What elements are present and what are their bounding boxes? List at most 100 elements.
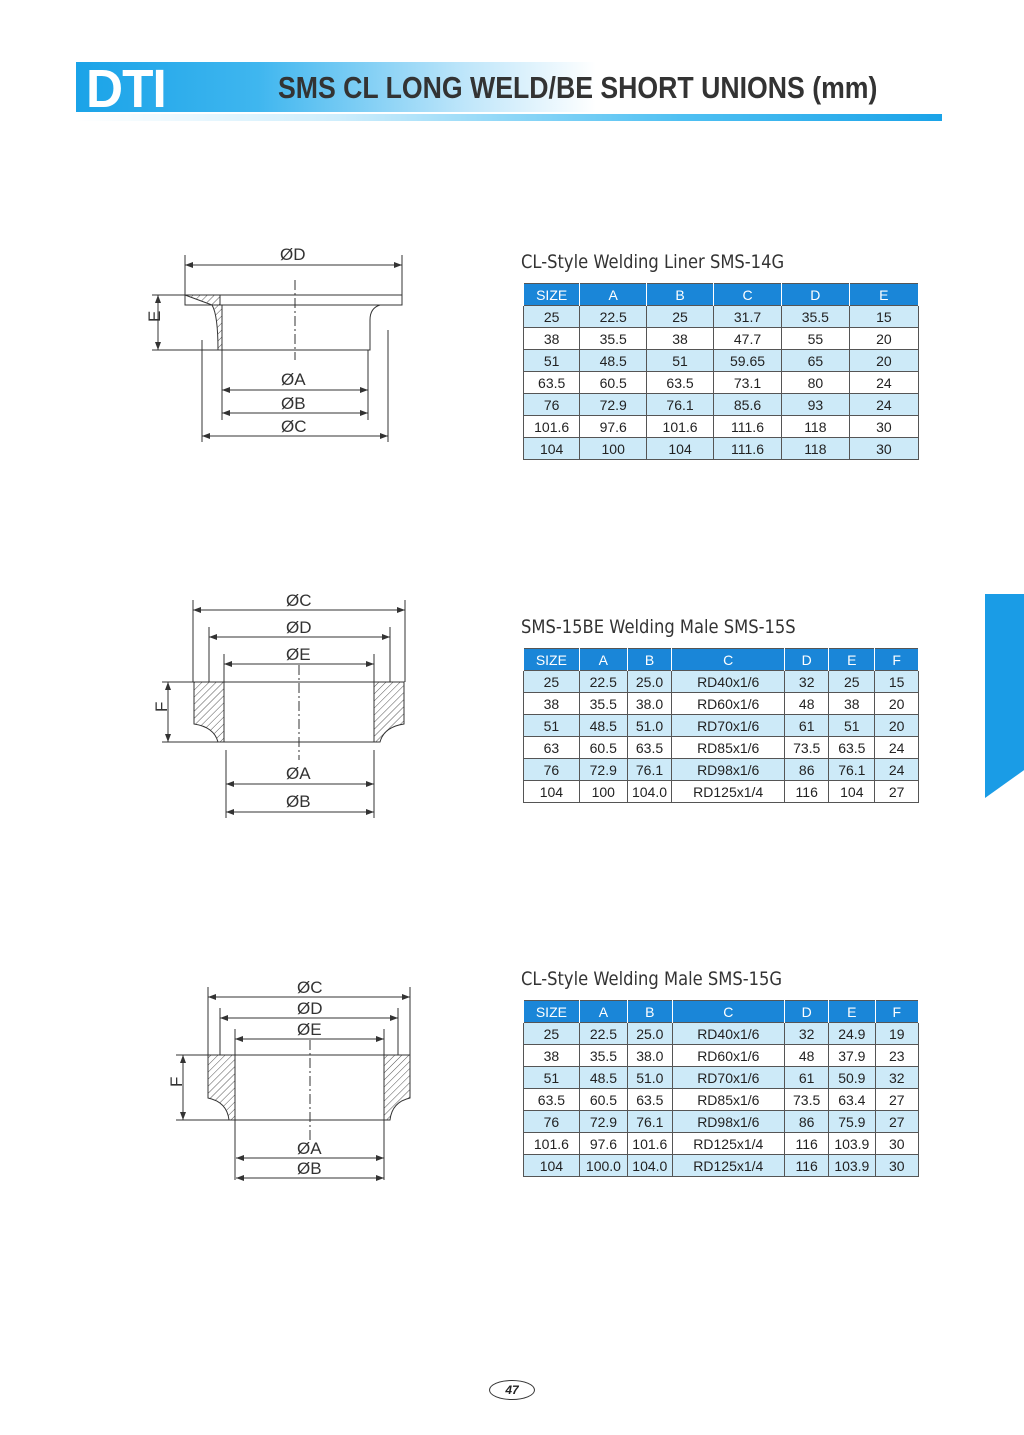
brand-logo: DTI (86, 59, 167, 119)
table-cell: 116 (784, 1132, 830, 1155)
table-cell: 63.5 (646, 371, 715, 394)
table-cell: 104.0 (626, 780, 673, 803)
table-cell: 48 (784, 1044, 830, 1067)
dim-label-e: E (145, 311, 164, 322)
table-cell: 51 (828, 714, 876, 737)
dim-label-c: ØC (286, 591, 312, 610)
column-header: C (671, 1000, 786, 1023)
table-cell: 47.7 (713, 327, 782, 350)
dim-label-f: F (152, 702, 171, 712)
dim-label-e: ØE (286, 645, 311, 664)
page-number: 47 (489, 1380, 535, 1400)
table-cell: 63.4 (828, 1088, 876, 1111)
table-cell: 38 (828, 692, 876, 715)
table-cell: 63.5 (828, 736, 876, 759)
table-cell: 32 (784, 1022, 830, 1045)
table-cell: 35.5 (578, 1044, 629, 1067)
table-cell: 100.0 (578, 1154, 629, 1177)
table-cell: RD98x1/6 (671, 758, 786, 781)
column-header: D (784, 648, 830, 671)
table-cell: 75.9 (828, 1110, 876, 1133)
table-cell: 25 (646, 305, 715, 328)
dim-label-f: F (167, 1077, 186, 1087)
table-cell: 22.5 (578, 670, 628, 693)
table-cell: 37.9 (828, 1044, 876, 1067)
table-cell: 101.6 (522, 415, 581, 438)
table-cell: 76.1 (626, 758, 673, 781)
table-cell: 38 (523, 1044, 580, 1067)
table-cell: 104 (523, 780, 580, 803)
dim-label-e: ØE (297, 1020, 322, 1039)
dim-label-c: ØC (297, 978, 323, 997)
table-cell: 20 (848, 349, 920, 372)
table-cell: 30 (848, 437, 920, 460)
side-tab (985, 594, 1024, 798)
table-cell: 63.5 (627, 1088, 673, 1111)
table-cell: 23 (874, 1044, 920, 1067)
column-header: A (578, 648, 628, 671)
column-header: SIZE (523, 1000, 580, 1023)
table-cell: 104.0 (627, 1154, 673, 1177)
table-cell: RD40x1/6 (671, 1022, 786, 1045)
table-cell: 38.0 (626, 692, 673, 715)
table-cell: 72.9 (579, 393, 648, 416)
drawing-welding-male-15s (162, 600, 406, 818)
column-header: D (784, 1000, 830, 1023)
table-cell: 30 (848, 415, 920, 438)
column-header: SIZE (523, 648, 580, 671)
column-header: E (828, 1000, 876, 1023)
table-cell: 48.5 (579, 349, 648, 372)
table-cell: 63.5 (626, 736, 673, 759)
column-header: A (579, 283, 648, 306)
table-cell: 111.6 (713, 415, 782, 438)
column-header: F (874, 1000, 920, 1023)
column-header: A (578, 1000, 629, 1023)
table-cell: 63 (523, 736, 580, 759)
table-cell: 24 (874, 736, 919, 759)
dim-label-a: ØA (286, 764, 311, 783)
table-cell: RD125x1/4 (671, 780, 786, 803)
table-cell: 25.0 (627, 1022, 673, 1045)
dim-label-b: ØB (281, 394, 306, 413)
dim-label-d: ØD (297, 999, 323, 1018)
table-cell: 25 (523, 1022, 580, 1045)
drawing-welding-male-15g (176, 987, 411, 1181)
table-cell: 20 (874, 714, 919, 737)
column-header: SIZE (522, 283, 581, 306)
page-title: SMS CL LONG WELD/BE SHORT UNIONS (mm) (278, 70, 878, 105)
table-cell: 60.5 (579, 371, 648, 394)
table-cell: 103.9 (828, 1154, 876, 1177)
drawing-liner (152, 255, 403, 442)
table-cell: 73.5 (784, 736, 830, 759)
table-cell: 100 (579, 437, 648, 460)
table-cell: 25 (828, 670, 876, 693)
table-cell: 118 (781, 415, 850, 438)
table-cell: RD85x1/6 (671, 1088, 786, 1111)
column-header: B (646, 283, 715, 306)
table-cell: RD125x1/4 (671, 1132, 786, 1155)
table-cell: 63.5 (523, 1088, 580, 1111)
table-cell: 73.5 (784, 1088, 830, 1111)
table-cell: 101.6 (627, 1132, 673, 1155)
table-cell: 104 (646, 437, 715, 460)
table-cell: 38 (522, 327, 581, 350)
table-cell: 51.0 (627, 1066, 673, 1089)
table-cell: 20 (874, 692, 919, 715)
table-cell: 76 (523, 758, 580, 781)
table-cell: 38.0 (627, 1044, 673, 1067)
table-cell: 48.5 (578, 714, 628, 737)
table-cell: 35.5 (578, 692, 628, 715)
